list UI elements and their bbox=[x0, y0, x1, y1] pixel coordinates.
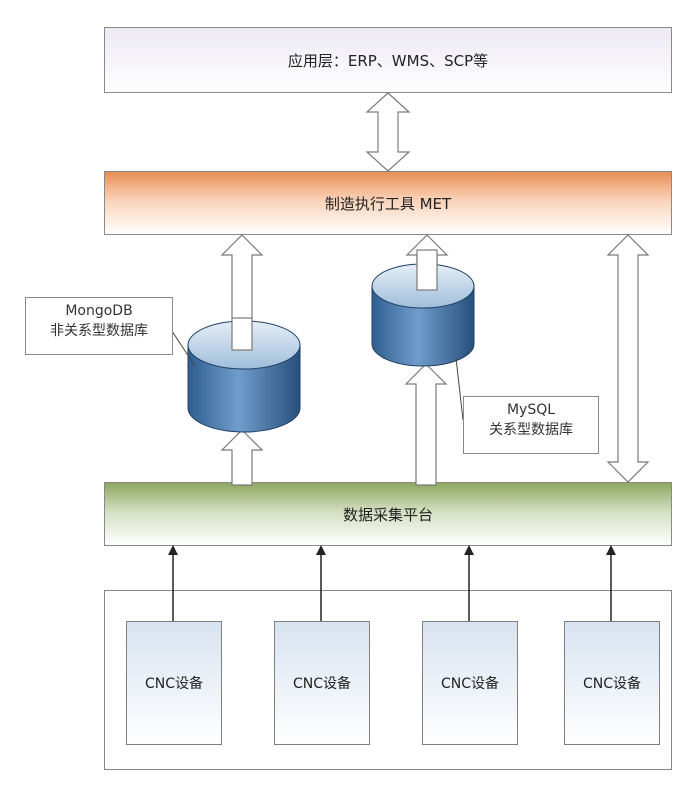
met-layer-label: 制造执行工具 MET bbox=[324, 194, 452, 213]
mongodb-name: MongoDB bbox=[65, 303, 133, 319]
application-layer-label: 应用层：ERP、WMS、SCP等 bbox=[287, 51, 489, 70]
arrow-shaft-mongodb-overlay bbox=[231, 317, 253, 351]
mysql-desc: 关系型数据库 bbox=[489, 422, 573, 438]
cnc-device-label: CNC设备 bbox=[144, 676, 204, 692]
met-layer: 制造执行工具 MET bbox=[104, 171, 672, 235]
application-layer: 应用层：ERP、WMS、SCP等 bbox=[104, 27, 672, 93]
mysql-name: MySQL bbox=[506, 402, 556, 418]
cnc-device-3: CNC设备 bbox=[422, 621, 518, 745]
cnc-device-1: CNC设备 bbox=[126, 621, 222, 745]
cnc-device-label: CNC设备 bbox=[292, 676, 352, 692]
mysql-callout: MySQL 关系型数据库 bbox=[463, 396, 599, 454]
cnc-device-label: CNC设备 bbox=[440, 676, 500, 692]
cnc-device-2: CNC设备 bbox=[274, 621, 370, 745]
mongodb-callout: MongoDB 非关系型数据库 bbox=[25, 297, 173, 355]
mongodb-desc: 非关系型数据库 bbox=[50, 323, 148, 339]
double-arrow-dcp-met bbox=[606, 234, 650, 483]
cnc-device-4: CNC设备 bbox=[564, 621, 660, 745]
double-arrow-app-met bbox=[365, 92, 411, 172]
arrow-dcp-to-mongodb bbox=[220, 429, 264, 486]
arrow-shaft-mysql-overlay bbox=[416, 249, 438, 291]
cnc-device-label: CNC设备 bbox=[582, 676, 642, 692]
arrow-dcp-to-mysql bbox=[404, 363, 448, 486]
data-collection-layer-label: 数据采集平台 bbox=[342, 505, 433, 524]
mysql-callout-leader bbox=[455, 357, 464, 421]
data-collection-layer: 数据采集平台 bbox=[104, 482, 672, 546]
